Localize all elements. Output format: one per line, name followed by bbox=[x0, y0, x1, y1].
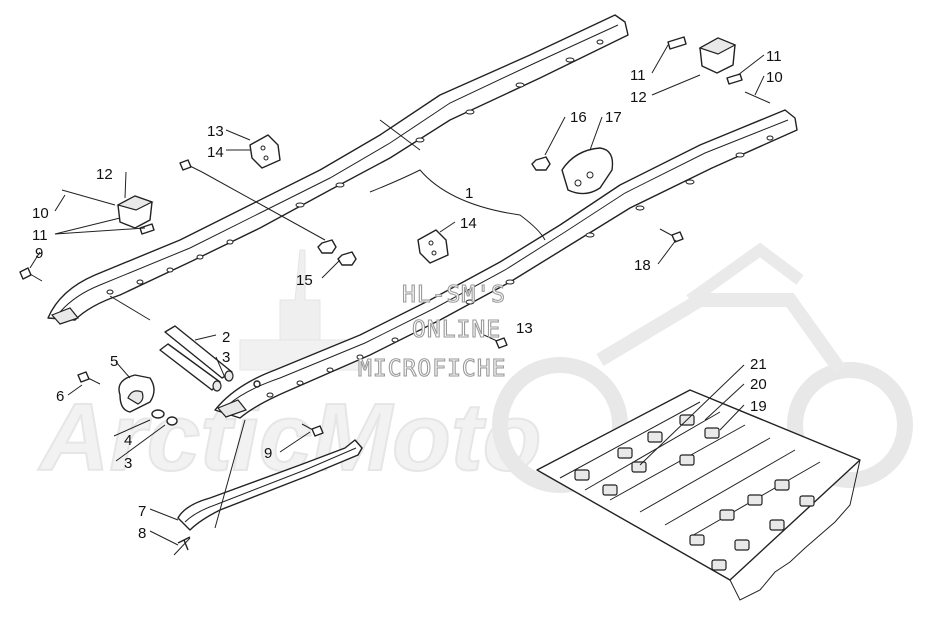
watermark-overlay: HL-SM'S ONLINE MICROFICHE bbox=[357, 281, 506, 382]
rail-holes-left bbox=[106, 39, 604, 295]
callout-21: 21 bbox=[750, 356, 767, 373]
stop-block-right bbox=[698, 37, 737, 74]
stop-block-left bbox=[116, 195, 154, 229]
callout-18: 18 bbox=[634, 257, 651, 274]
callout-7: 7 bbox=[138, 503, 146, 520]
callout-11: 11 bbox=[766, 48, 782, 65]
callout-19: 19 bbox=[750, 398, 767, 415]
callout-11: 11 bbox=[630, 67, 646, 84]
callout-12: 12 bbox=[630, 89, 647, 106]
callout-20: 20 bbox=[750, 376, 767, 393]
spacer-nuts bbox=[317, 156, 551, 266]
callout-8: 8 bbox=[138, 525, 146, 542]
bolts bbox=[19, 159, 684, 437]
watermark-line-3: MICROFICHE bbox=[358, 356, 506, 382]
callout-4: 4 bbox=[124, 432, 132, 449]
slide-rail-left bbox=[47, 14, 629, 325]
callout-10: 10 bbox=[32, 205, 49, 222]
callout-11: 11 bbox=[32, 227, 48, 244]
track-cleats bbox=[574, 414, 815, 571]
mounting-brackets bbox=[249, 134, 449, 264]
callout-13: 13 bbox=[516, 320, 533, 337]
callout-12: 12 bbox=[96, 166, 113, 183]
callout-10: 10 bbox=[766, 69, 783, 86]
wear-strip bbox=[177, 439, 363, 531]
callout-9: 9 bbox=[35, 245, 43, 262]
callout-2: 2 bbox=[222, 329, 230, 346]
callout-9: 9 bbox=[264, 445, 272, 462]
callout-17: 17 bbox=[605, 109, 622, 126]
leader-lines bbox=[29, 44, 765, 546]
idler-wheel bbox=[118, 374, 155, 413]
watermark-line-1: HL-SM'S bbox=[402, 282, 506, 308]
callout-6: 6 bbox=[56, 388, 64, 405]
callout-3: 3 bbox=[222, 349, 230, 366]
callout-1: 1 bbox=[465, 185, 473, 202]
rail-holes-right bbox=[266, 135, 774, 398]
callout-5: 5 bbox=[110, 353, 118, 370]
callout-16: 16 bbox=[570, 109, 587, 126]
pins bbox=[61, 36, 771, 235]
slide-rail-right bbox=[214, 109, 798, 419]
watermark-motorcycle-icon bbox=[492, 242, 913, 493]
screw bbox=[173, 536, 191, 556]
track-belt bbox=[536, 389, 861, 601]
callout-3: 3 bbox=[124, 455, 132, 472]
callout-14: 14 bbox=[207, 144, 224, 161]
bumper-block bbox=[561, 147, 614, 195]
washers bbox=[151, 380, 261, 426]
axle-shafts bbox=[159, 325, 234, 392]
callout-13: 13 bbox=[207, 123, 224, 140]
callout-14: 14 bbox=[460, 215, 477, 232]
callout-labels: 1 2 3 3 4 5 6 7 8 9 9 10 10 11 11 11 12 … bbox=[32, 48, 783, 542]
watermark-line-2: ONLINE bbox=[412, 317, 501, 343]
callout-15: 15 bbox=[296, 272, 313, 289]
